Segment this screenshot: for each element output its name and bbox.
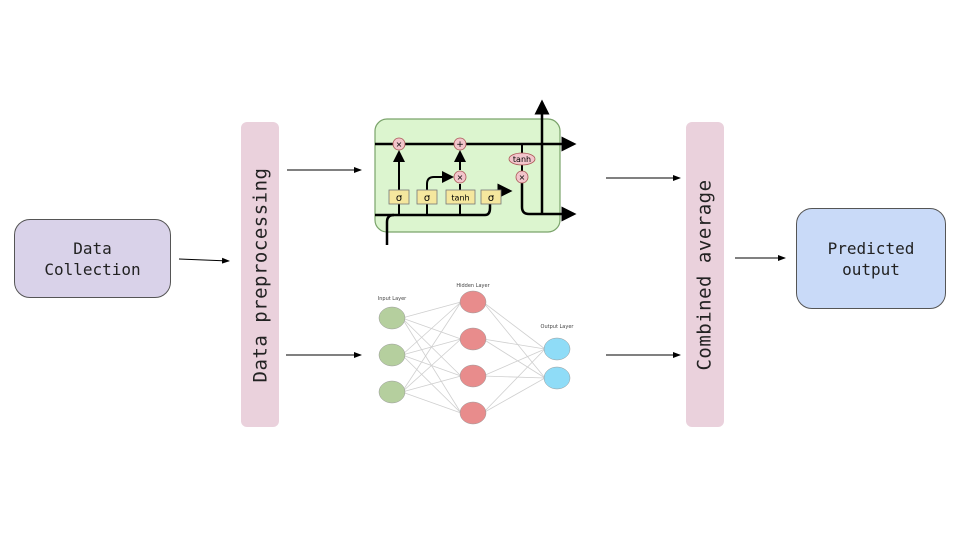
svg-text:tanh: tanh [513, 155, 531, 164]
svg-text:σ: σ [488, 193, 495, 204]
nn-edge [482, 301, 546, 350]
nn-edge [482, 338, 546, 350]
hidden-neuron [459, 290, 487, 314]
output-path [520, 183, 577, 222]
nn-edges [401, 301, 546, 414]
op-output-tanh: tanh [508, 152, 536, 166]
svg-text:tanh: tanh [451, 194, 469, 203]
arrow-collection-to-preprocessing [178, 257, 230, 264]
nn-edge [401, 338, 462, 393]
data-preprocessing-node: Data preprocessing [241, 122, 279, 427]
nn-edge [401, 301, 462, 393]
hidden-neuron [459, 364, 487, 388]
output-neuron [543, 337, 571, 361]
nn-edge [401, 301, 462, 356]
hidden-layer-label: Hidden Layer [456, 283, 490, 289]
data-collection-label-line1: Data [73, 238, 112, 258]
nn-edge [482, 338, 546, 379]
nn-edge [401, 391, 462, 414]
input-gate-line [426, 171, 454, 215]
svg-text:σ: σ [396, 193, 403, 204]
input-neuron [378, 343, 406, 367]
gate-forget: σ [388, 189, 410, 205]
op-add: + [453, 137, 467, 151]
output-layer-label: Output Layer [541, 324, 575, 330]
predicted-output-node: Predicted output [796, 208, 946, 309]
input-line [385, 213, 395, 245]
input-layer-label: Input Layer [378, 296, 407, 302]
svg-text:×: × [519, 173, 526, 182]
gate-output: σ [480, 189, 502, 205]
svg-text:+: + [456, 140, 464, 150]
input-neuron [378, 306, 406, 330]
svg-text:×: × [396, 140, 403, 149]
nn-edge [482, 301, 546, 379]
nn-edge [482, 348, 546, 414]
gate-candidate: tanh [445, 189, 476, 205]
nn-nodes [378, 290, 571, 425]
predicted-output-label-line2: output [842, 259, 900, 279]
op-forget-multiply: × [392, 137, 406, 151]
output-neuron [543, 366, 571, 390]
op-input-multiply: × [453, 170, 467, 184]
hidden-neuron [459, 401, 487, 425]
nn-edge [482, 377, 546, 414]
gate-input: σ [416, 189, 438, 205]
svg-text:×: × [457, 173, 464, 182]
hidden-neuron [459, 327, 487, 351]
combined-average-node: Combined average [686, 122, 724, 427]
nn-edge [401, 375, 462, 393]
predicted-output-label-line1: Predicted [827, 238, 915, 258]
op-output-multiply: × [515, 170, 529, 184]
nn-edge [482, 375, 546, 379]
svg-text:σ: σ [424, 193, 431, 204]
nn-edge [482, 348, 546, 377]
data-collection-node: Data Collection [14, 219, 171, 298]
nn-edge [401, 301, 462, 319]
data-collection-label-line2: Collection [44, 259, 141, 279]
input-neuron [378, 380, 406, 404]
